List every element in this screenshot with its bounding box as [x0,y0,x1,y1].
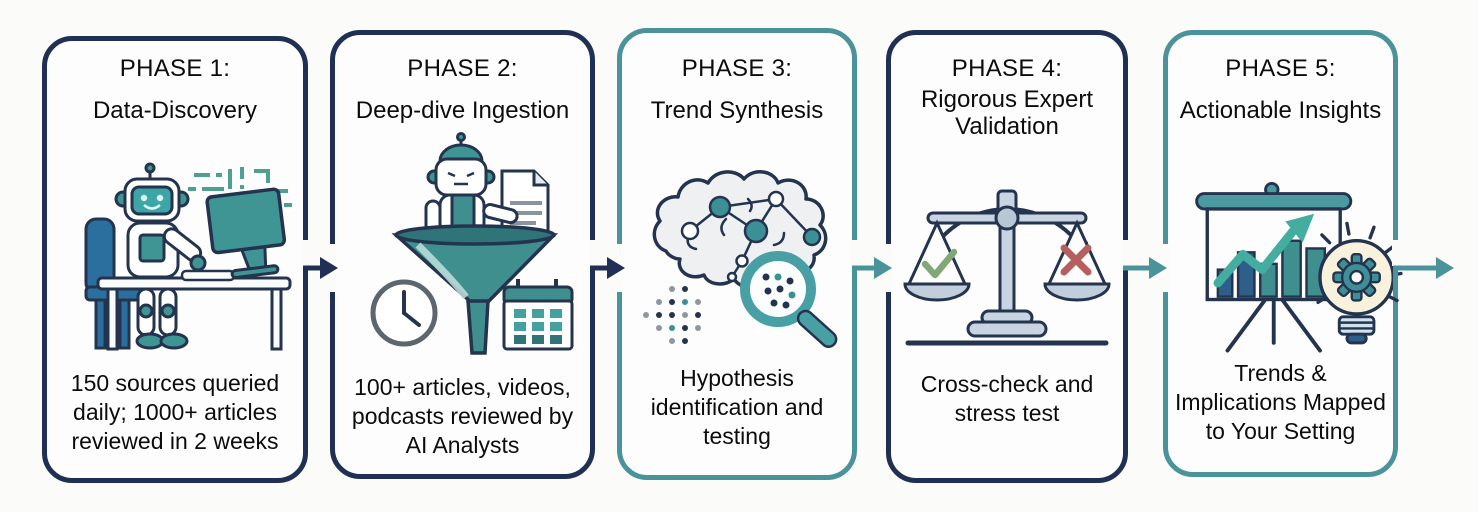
phase-4-subtitle: Rigorous Expert Validation [920,86,1094,140]
balance-scale-icon [903,189,1111,346]
phase-3-title: PHASE 3: [681,55,793,82]
robot-at-computer-icon [84,162,292,351]
phase-3-caption: Hypothesis identification and testing [650,365,824,449]
phase-2-title: PHASE 2: [407,55,518,82]
presentation-chart-lightbulb-icon [1194,181,1403,353]
phase-5-caption: Trends & Implications Mapped to Your Set… [1175,360,1386,444]
phase-4-title: PHASE 4: [951,55,1063,82]
phase-1-caption: 150 sources queried daily; 1000+ article… [70,370,280,454]
phase-1-title: PHASE 1: [119,55,231,82]
phase-3-card: PHASE 3: Trend Synthesis [617,28,857,480]
phase-1-card: PHASE 1: Data-Discovery [42,36,308,483]
phase-2-subtitle: Deep-dive Ingestion [355,97,570,124]
phase-3-subtitle: Trend Synthesis [650,97,824,124]
phase-5-subtitle: Actionable Insights [1179,97,1382,124]
phase-4-card: PHASE 4: Rigorous Expert Validation [886,30,1128,483]
phase-2-caption: 100+ articles, videos, podcasts reviewed… [351,374,574,458]
robot-funnel-ingestion-icon [370,132,573,355]
phase-2-card: PHASE 2: Deep-dive Ingestion [330,30,595,479]
phase-4-caption: Cross-check and stress test [920,371,1094,426]
arrow-phase4-to-phase5 [1122,240,1169,292]
brain-magnifier-icon [643,170,838,348]
phase-5-card: PHASE 5: Actionable Insights [1163,30,1403,477]
phase-5-title: PHASE 5: [1225,55,1336,82]
phase-1-subtitle: Data-Discovery [92,97,258,124]
